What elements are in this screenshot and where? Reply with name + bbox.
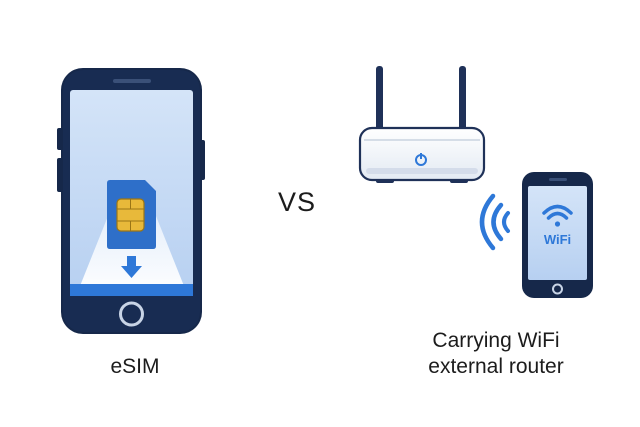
wifi-icon — [542, 204, 573, 227]
esim-label: eSIM — [110, 355, 160, 378]
power-icon — [415, 153, 427, 166]
wifi-screen-text: WiFi — [544, 232, 571, 247]
router-label-line1: Carrying WiFi — [432, 329, 560, 352]
right-smartphone-icon — [522, 172, 593, 298]
vs-label: VS — [277, 187, 317, 217]
router-label: Carrying WiFi external router — [396, 328, 596, 381]
router-label-line2: external router — [428, 355, 564, 379]
sim-card-icon — [107, 180, 156, 249]
download-arrow-icon — [121, 256, 142, 278]
signal-waves-icon — [479, 193, 510, 251]
